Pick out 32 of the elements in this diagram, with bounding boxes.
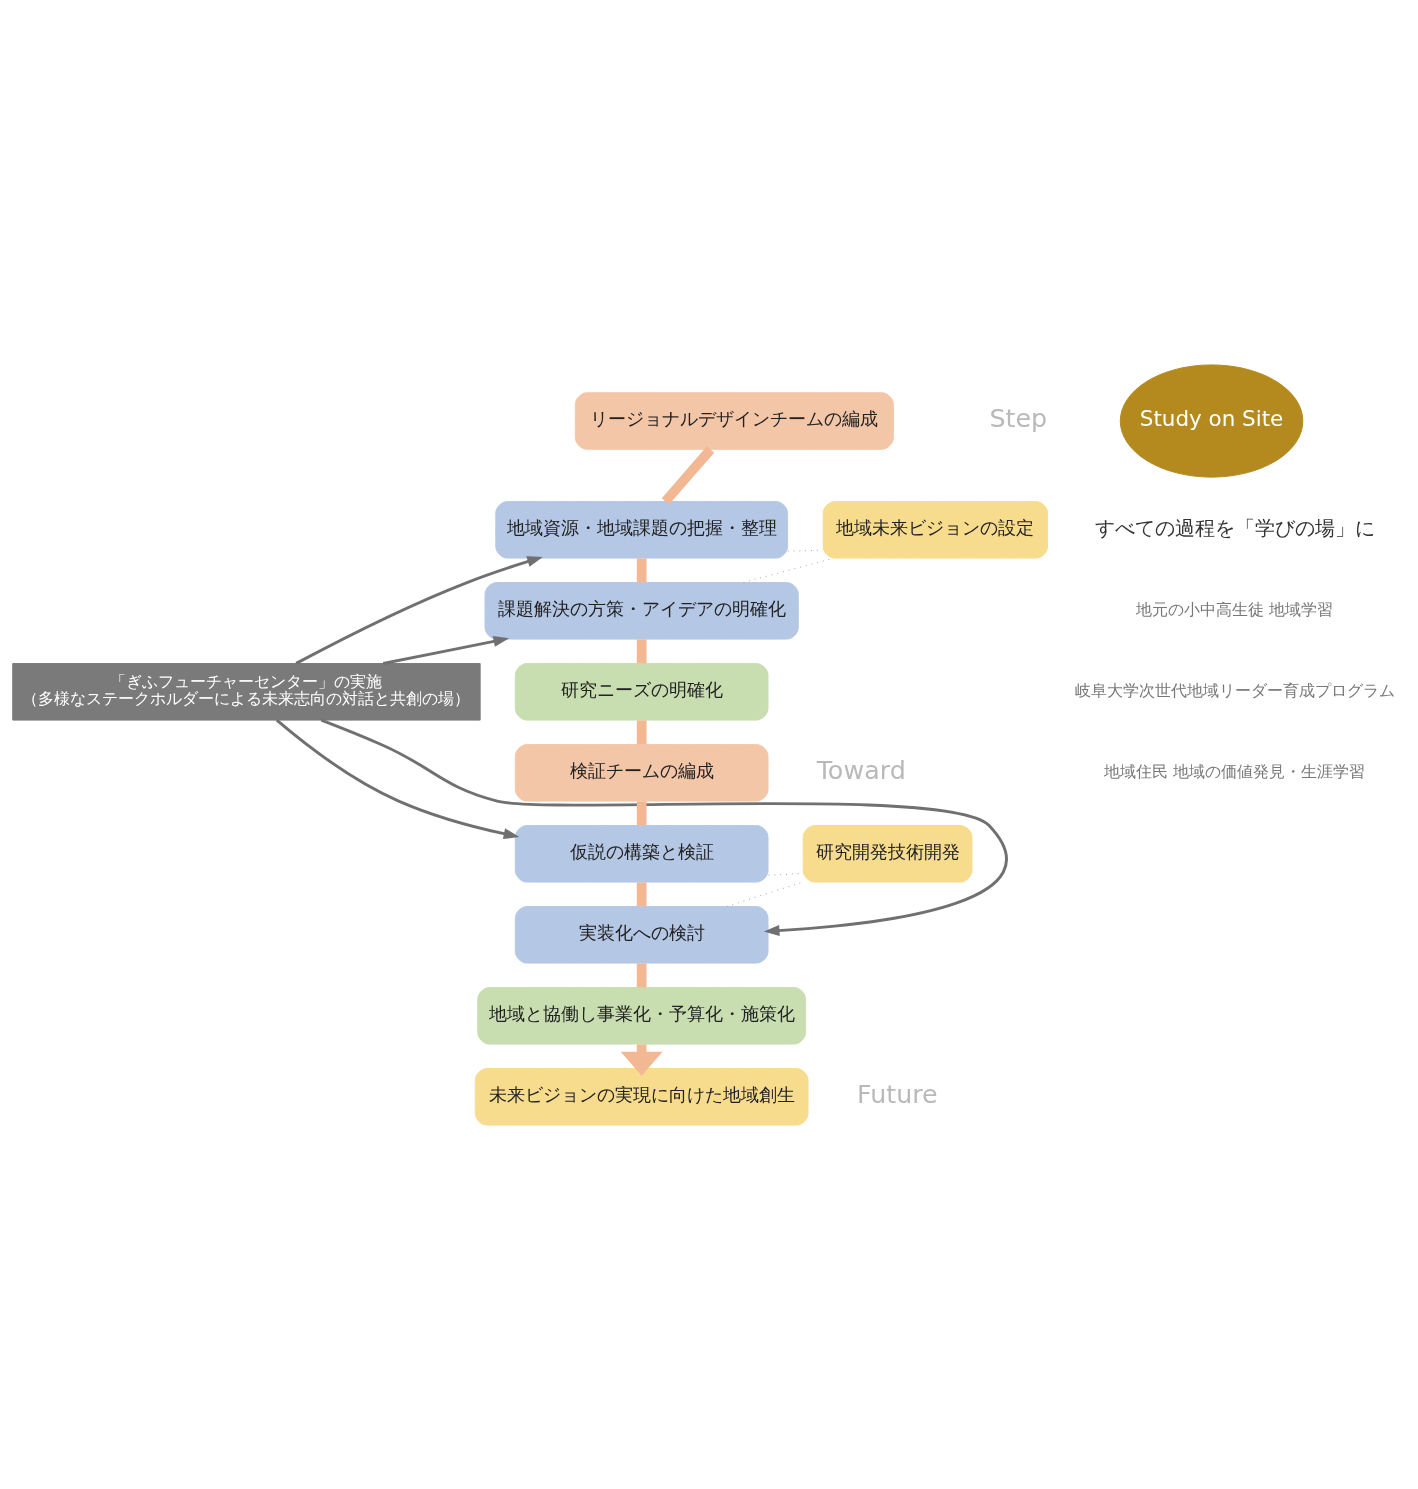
node-box: 研究開発技術開発 [802,824,973,883]
arrow [320,718,1007,936]
label: 地元の小中高生徒 地域学習 [1136,600,1334,619]
connector [636,962,647,987]
node-box: 未来ビジョンの実現に向けた地域創生 [474,1067,809,1126]
label: 地域住民 地域の価値発見・生涯学習 [1104,762,1366,781]
node-box: 「ぎふフューチャーセンター」の実施 （多様なステークホルダーによる未来志向の対話と共創の場） [12,662,481,721]
connector [636,557,647,582]
connector [636,719,647,744]
node-box: 地域未来ビジョンの設定 [822,500,1049,559]
connector [726,881,804,907]
label: 岐阜大学次世代地域リーダー育成プログラム [1074,681,1395,700]
arrow [275,718,520,839]
connector [636,881,647,906]
label: Future [856,1078,938,1109]
label: すべての過程を「学びの場」に [1094,516,1375,540]
node-box: 研究ニーズの明確化 [514,662,769,721]
connector [636,638,647,663]
arrow [295,555,543,665]
node-box: 検証チームの編成 [514,743,769,802]
node-ellipse: Study on Site [1119,363,1304,478]
arrow [382,635,510,665]
node-box: 課題解決の方策・アイデアの明確化 [484,581,799,640]
node-box: 仮説の構築と検証 [514,824,769,883]
connector [636,800,647,825]
node-box: 地域と協働し事業化・予算化・施策化 [477,986,807,1045]
label: Toward [816,754,906,785]
label: Step [989,402,1048,433]
node-box: 実装化への検討 [514,905,769,964]
connector [661,445,715,505]
node-box: リージョナルデザインチームの編成 [574,391,894,450]
node-box: 地域資源・地域課題の把握・整理 [495,500,789,559]
